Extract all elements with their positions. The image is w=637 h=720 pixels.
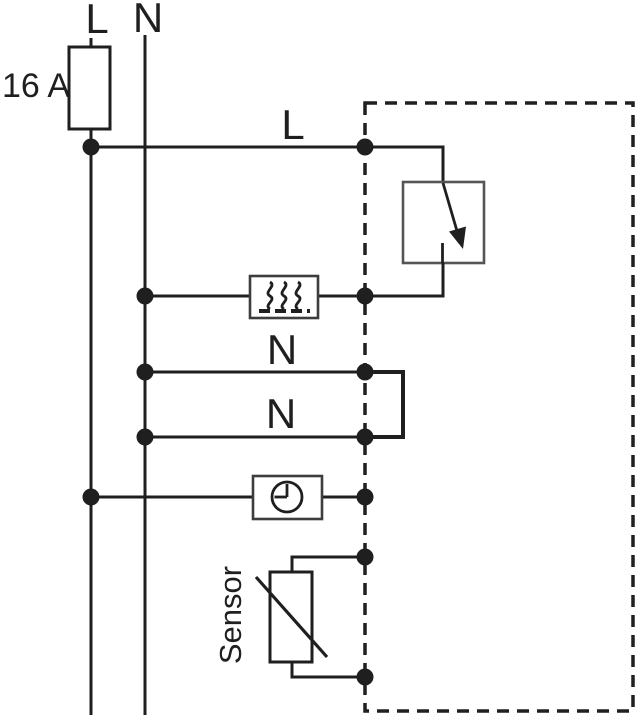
supply-buses: [89, 35, 147, 715]
neutral-link-bridge: [365, 370, 405, 439]
temperature-sensor-icon: [254, 570, 329, 664]
sensor-box: [268, 570, 314, 664]
junction-dot: [136, 363, 154, 381]
terminal-dot: [356, 138, 374, 156]
terminal-dot: [356, 363, 374, 381]
terminal-dot: [356, 287, 374, 305]
switch-arrowhead-icon: [449, 226, 466, 249]
terminal-dot: [356, 488, 374, 506]
supply-phase-label: L: [85, 0, 108, 42]
junction-dot: [136, 428, 154, 446]
supply-neutral-label: N: [133, 0, 163, 41]
heat-wave-icon: [266, 280, 274, 311]
sensor-label: Sensor: [213, 566, 248, 664]
neutral-wire-bottom-label: N: [266, 390, 296, 437]
clock-face: [270, 480, 304, 514]
junction-dot: [136, 287, 154, 305]
switch-contact-arm: [441, 182, 459, 232]
switch-output-wire: [365, 263, 445, 298]
sensor-diagonal: [254, 575, 329, 659]
heat-wave-icon: [280, 280, 288, 311]
heat-wave-icon: [294, 280, 302, 311]
phase-wire-label: L: [281, 101, 304, 148]
phase-wire: [91, 145, 445, 182]
device-terminal-dots: [356, 138, 374, 686]
device-outline: [363, 101, 635, 713]
switch-icon: [401, 180, 486, 265]
sensor-wire-bottom: [290, 662, 365, 679]
terminal-dot: [356, 548, 374, 566]
neutral-wire-top-label: N: [267, 326, 297, 373]
terminal-dot: [356, 668, 374, 686]
sensor-wire-top: [290, 555, 365, 572]
junction-dot: [82, 488, 100, 506]
heating-element-icon: [248, 274, 320, 320]
junction-dot: [82, 138, 100, 156]
terminal-dot: [356, 428, 374, 446]
fuse-icon: [67, 45, 112, 131]
junction-dots: [82, 138, 154, 506]
fuse-rating-label: 16 A: [2, 67, 70, 105]
clock-icon: [251, 474, 324, 521]
